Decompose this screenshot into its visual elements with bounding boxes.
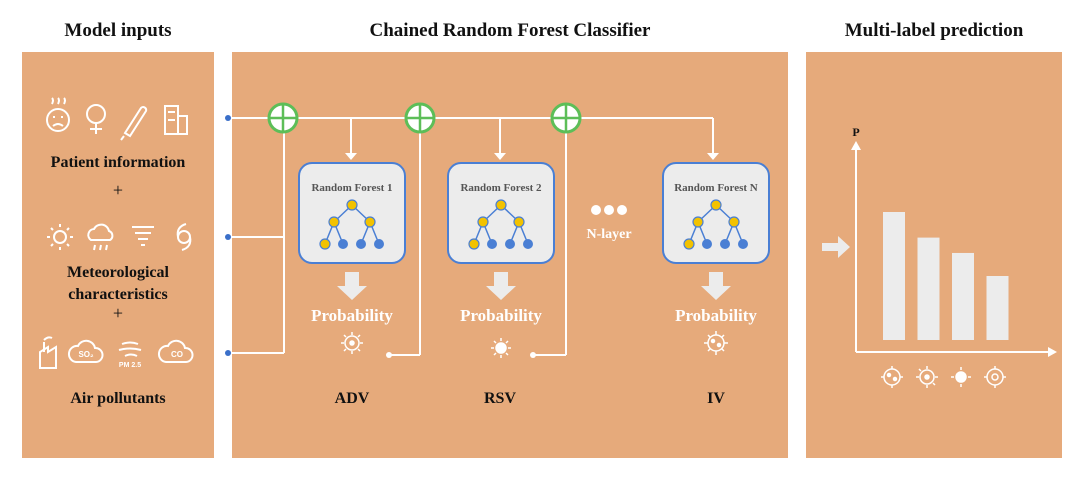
meteo-label-line1: Meteorological — [67, 264, 169, 281]
chart-axis-arrows — [851, 141, 1057, 357]
chart-bar-1 — [883, 212, 905, 340]
patient-icons — [46, 97, 188, 141]
factory-icon — [39, 336, 57, 369]
virus-icon-rsv — [491, 338, 511, 358]
adder-icon-3 — [550, 102, 582, 134]
chart-bar-2 — [917, 237, 940, 340]
virus-icon-cat1 — [881, 366, 903, 388]
tree-icon-n — [683, 199, 748, 250]
pm25-text: PM 2.5 — [119, 362, 141, 369]
chart-bar-3 — [952, 252, 974, 340]
inputs-panel — [22, 52, 214, 458]
chart-bar-4 — [986, 276, 1009, 340]
probability-label-n: Probability — [675, 306, 757, 325]
co-icon — [157, 339, 194, 363]
sun-icon — [47, 224, 73, 250]
random-forest-n-box: Random Forest N — [662, 162, 770, 264]
input-dots — [225, 115, 231, 356]
prediction-arrow-icon — [822, 236, 850, 258]
sick-face-icon — [46, 97, 70, 132]
cyclone-icon — [176, 223, 192, 251]
so2-text: SO₂ — [78, 350, 94, 359]
chart-axes — [855, 148, 1050, 353]
class-label-rsv: RSV — [483, 390, 516, 407]
connector-arrowheads — [345, 153, 719, 160]
chart-category-icons — [881, 366, 1006, 388]
air-pollutants-label: Air pollutants — [70, 390, 166, 407]
meteo-icons — [47, 223, 192, 251]
pm25-icon — [118, 341, 142, 357]
feedback-dots — [386, 352, 536, 358]
connector-lines — [228, 117, 714, 356]
chart-bars — [883, 212, 1009, 340]
pollutant-icons — [39, 336, 194, 369]
random-forest-n-title: Random Forest N — [674, 182, 758, 194]
class-label-adv: ADV — [334, 390, 370, 407]
plus-sign-2: + — [112, 303, 124, 323]
random-forest-2-title: Random Forest 2 — [460, 182, 542, 194]
down-arrow-icons — [337, 272, 731, 300]
adder-icon-1 — [267, 102, 299, 134]
adder-icon-2 — [404, 102, 436, 134]
thermometer-icon — [120, 106, 148, 141]
virus-icon-adv — [341, 332, 363, 354]
plus-sign-1: + — [112, 180, 124, 200]
header-prediction: Multi-label prediction — [844, 20, 1024, 41]
virus-icon-iv — [704, 331, 728, 355]
so2-icon — [67, 339, 104, 363]
tree-icon-1 — [319, 199, 384, 250]
rain-cloud-icon — [87, 223, 114, 251]
header-classifier: Chained Random Forest Classifier — [369, 20, 651, 41]
random-forest-1-box: Random Forest 1 — [298, 162, 406, 264]
header-model-inputs: Model inputs — [64, 20, 172, 41]
virus-icon-cat3 — [951, 367, 971, 387]
n-layer-label: N-layer — [586, 227, 632, 242]
patient-info-label: Patient information — [50, 154, 186, 171]
random-forest-2-box: Random Forest 2 — [447, 162, 555, 264]
meteo-label-line2: characteristics — [68, 286, 168, 303]
probability-label-2: Probability — [460, 306, 542, 325]
virus-icon-cat4 — [984, 366, 1006, 388]
co-text: CO — [171, 350, 183, 359]
class-label-iv: IV — [707, 390, 725, 407]
probability-label-1: Probability — [311, 306, 393, 325]
y-axis-label: P — [852, 125, 859, 139]
virus-icon-cat2 — [916, 366, 938, 388]
tree-icon-2 — [468, 199, 533, 250]
tornado-icon — [132, 226, 154, 246]
ellipsis-dots-icon — [591, 205, 627, 215]
gender-icon — [86, 104, 106, 134]
random-forest-1-title: Random Forest 1 — [311, 182, 393, 194]
hospital-icon — [164, 105, 188, 135]
